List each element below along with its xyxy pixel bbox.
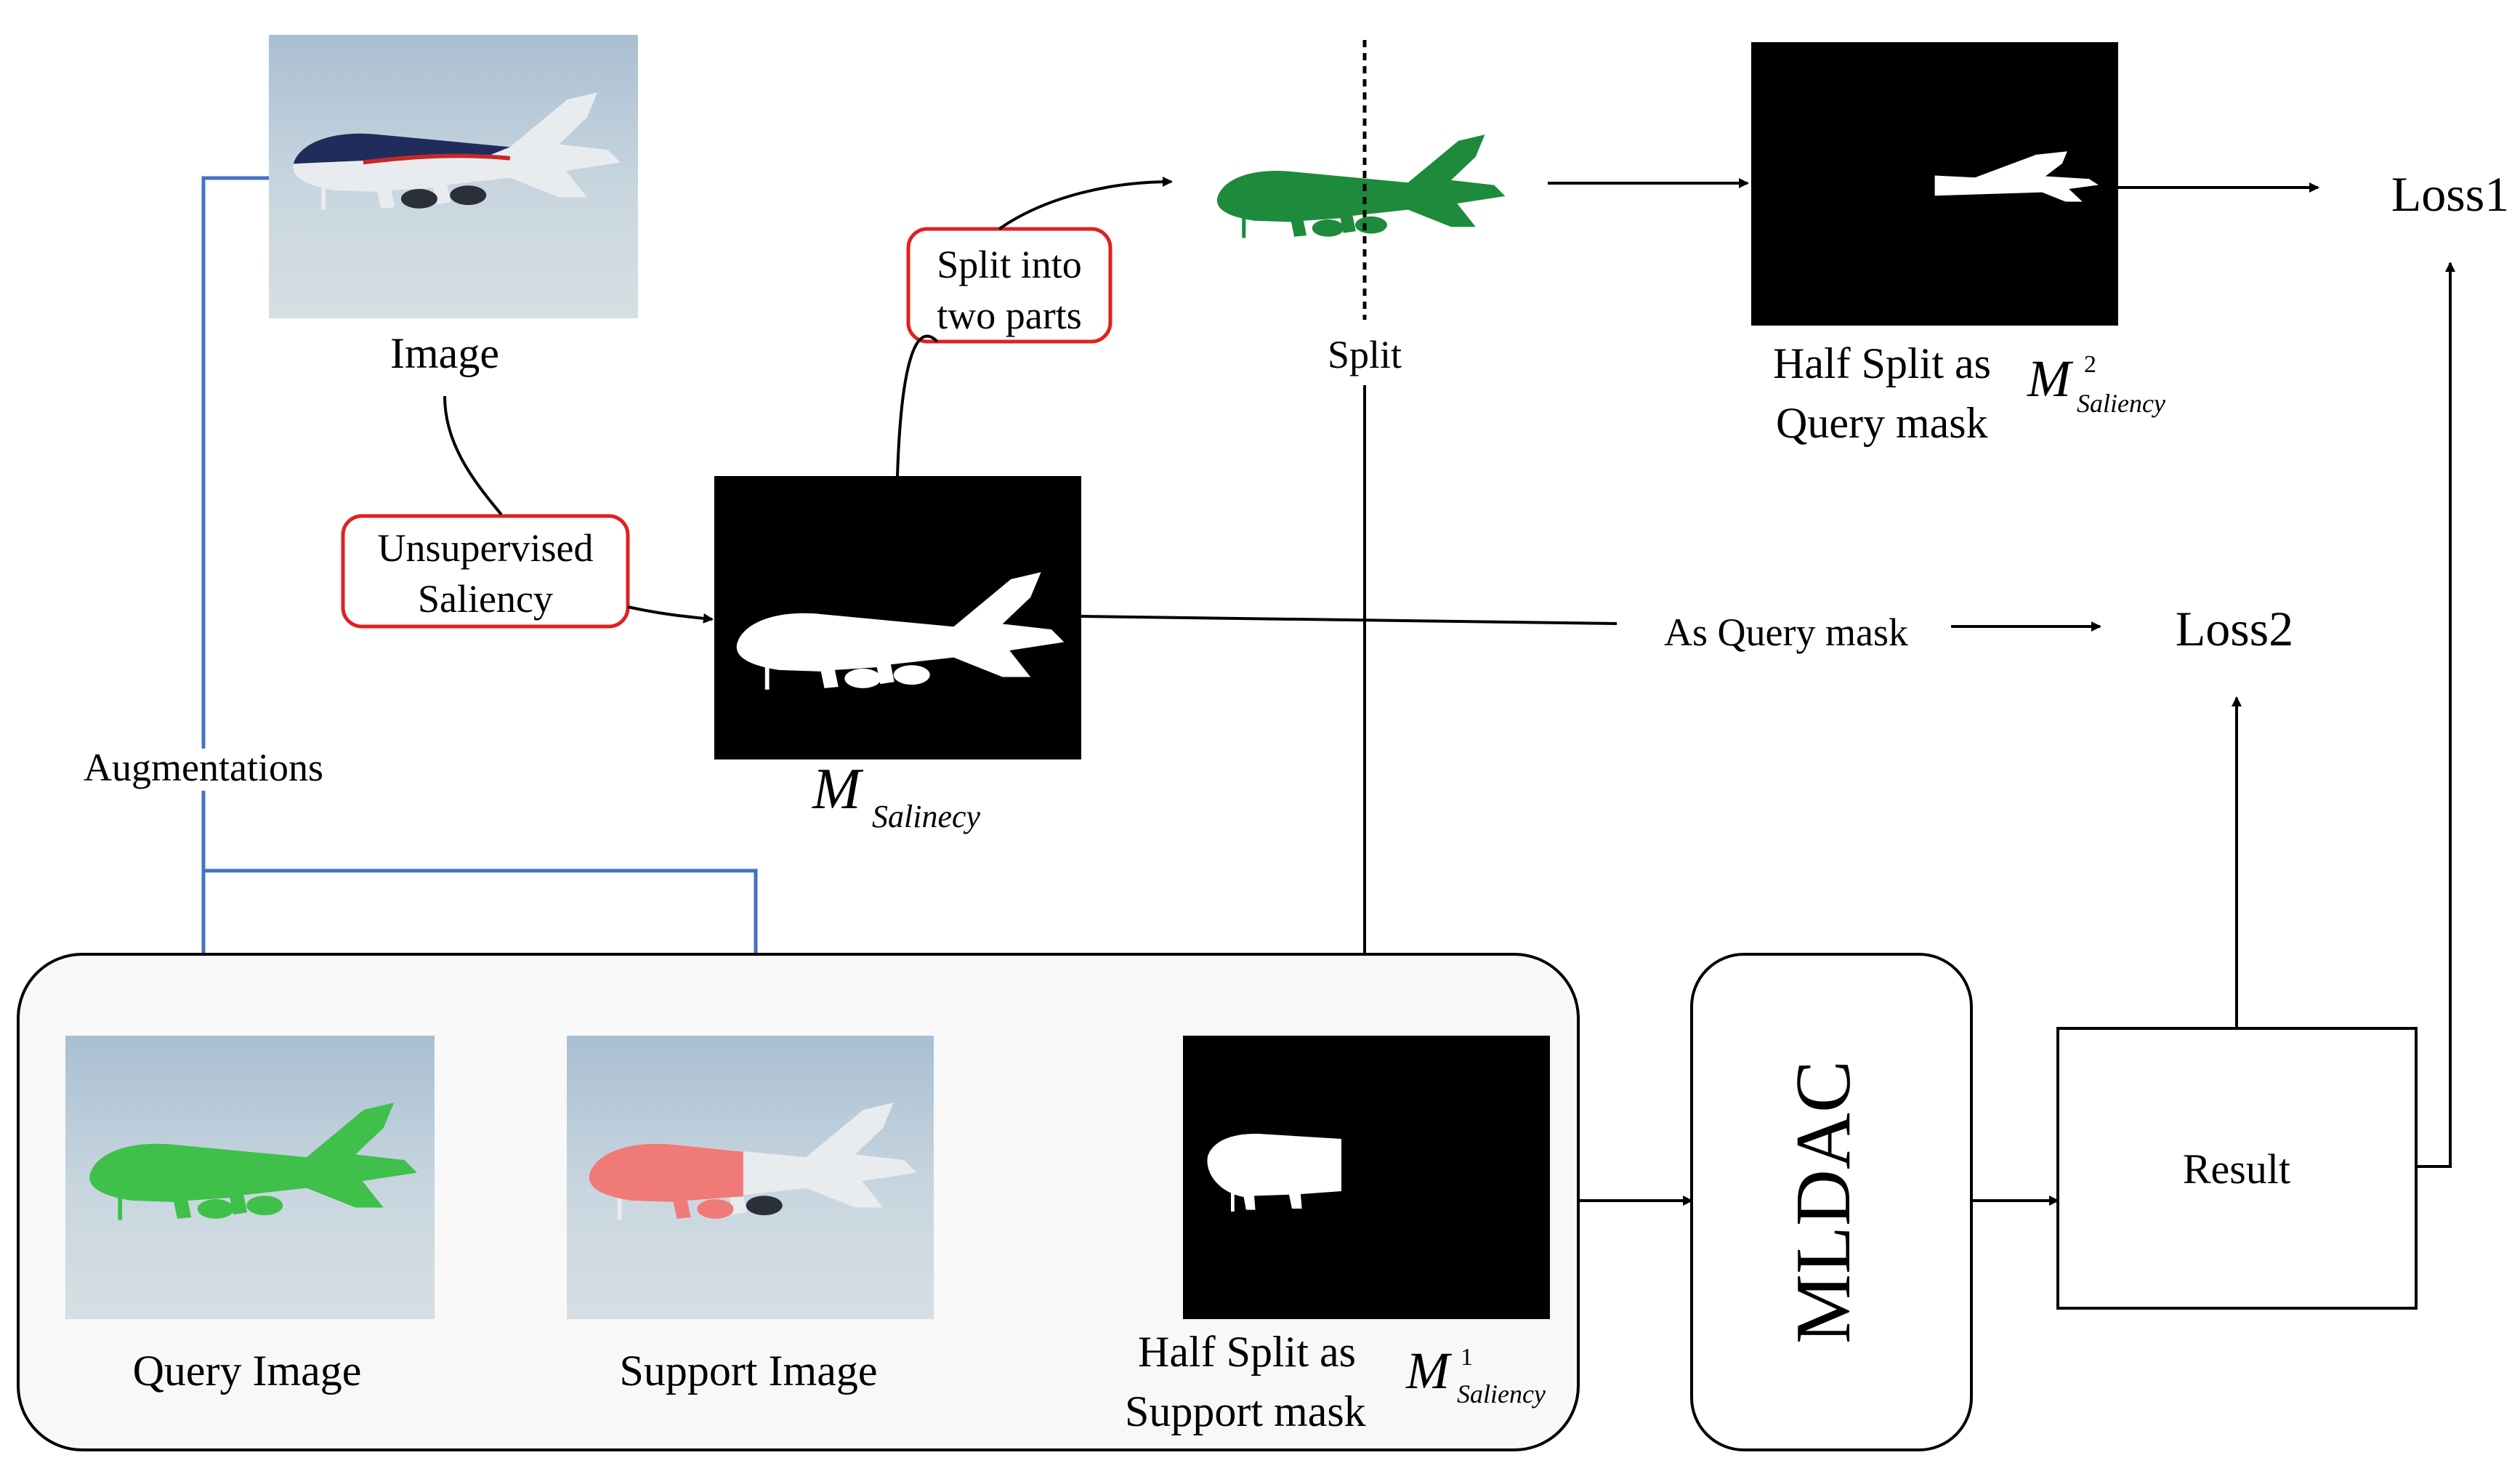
as-query-mask-label: As Query mask xyxy=(1664,610,1908,654)
query-image xyxy=(65,1036,435,1319)
svg-text:M: M xyxy=(812,757,864,821)
query-image-label: Query Image xyxy=(133,1347,362,1395)
svg-text:two parts: two parts xyxy=(937,294,1081,337)
split-into-two-parts-box: Split into two parts xyxy=(906,227,1112,344)
svg-text:Salinecy: Salinecy xyxy=(872,799,981,834)
support-half-mask xyxy=(1183,1036,1550,1319)
svg-text:1: 1 xyxy=(1461,1344,1473,1371)
loss1-label: Loss1 xyxy=(2391,166,2509,222)
unsupervised-saliency-box: Unsupervised Saliency xyxy=(341,514,630,629)
svg-text:Result: Result xyxy=(2183,1145,2290,1193)
svg-text:Half Split as: Half Split as xyxy=(1773,339,1991,387)
svg-text:Support mask: Support mask xyxy=(1125,1387,1366,1435)
saliency-mask xyxy=(714,476,1081,759)
svg-text:MLDAC: MLDAC xyxy=(1780,1060,1867,1344)
svg-text:Saliency: Saliency xyxy=(418,577,553,621)
query-mask-caption: Half Split as Query mask M 2 Saliency xyxy=(1773,339,2165,447)
query-half-mask xyxy=(1751,42,2118,326)
m-salinecy-label: M Salinecy xyxy=(812,757,981,834)
split-label: Split xyxy=(1328,333,1402,376)
support-image xyxy=(567,1036,934,1319)
augmentations-label: Augmentations xyxy=(84,746,323,789)
svg-text:Half Split as: Half Split as xyxy=(1138,1328,1356,1376)
svg-text:Saliency: Saliency xyxy=(1457,1379,1546,1408)
loss2-label: Loss2 xyxy=(2176,601,2293,656)
svg-text:Query mask: Query mask xyxy=(1776,399,1988,447)
image-label: Image xyxy=(390,329,499,377)
svg-text:Split into: Split into xyxy=(937,243,1082,286)
svg-text:Saliency: Saliency xyxy=(2077,389,2165,418)
result-block: Result xyxy=(2056,1027,2418,1310)
input-image xyxy=(269,35,638,318)
svg-text:2: 2 xyxy=(2084,351,2096,378)
airplane-photo-icon xyxy=(293,92,621,210)
red-masked-airplane-icon xyxy=(589,1103,917,1220)
connectors xyxy=(443,177,2455,1206)
svg-text:Unsupervised: Unsupervised xyxy=(378,526,594,570)
green-airplane-silhouette-icon xyxy=(1217,134,1506,238)
svg-text:M: M xyxy=(2027,350,2074,408)
support-mask-caption: Half Split as Support mask M 1 Saliency xyxy=(1125,1328,1546,1435)
support-image-label: Support Image xyxy=(620,1347,878,1395)
mldac-block: MLDAC xyxy=(1690,953,1973,1451)
svg-text:M: M xyxy=(1405,1342,1453,1400)
